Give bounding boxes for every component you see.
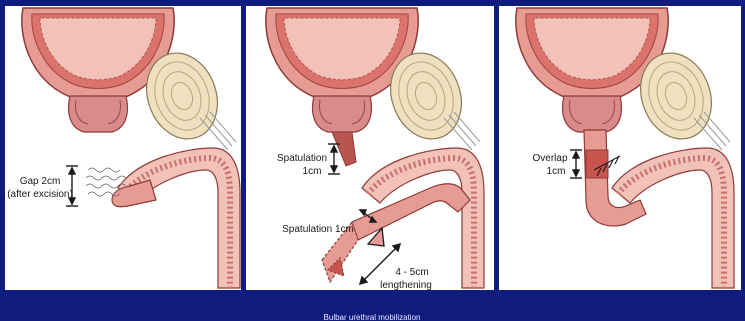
panel-excision: Gap 2cm (after excision) xyxy=(5,6,241,290)
spatulation-proximal-line1: Spatulation xyxy=(277,153,327,164)
bulbar-mobilization-caption: Bulbar urethral mobilization xyxy=(324,313,421,321)
gap-label-line1: Gap 2cm xyxy=(20,176,61,187)
lengthening-line2: lengthening xyxy=(380,280,432,291)
overlap-label-line1: Overlap xyxy=(532,153,567,164)
overlap-label-line2: 1cm xyxy=(547,166,566,177)
panel-mobilization: Spatulation 1cm Spatulation 1cm 4 - 5cm … xyxy=(246,6,494,291)
gap-label-line2: (after excision) xyxy=(7,189,73,200)
panel-anastomosis: Overlap 1cm xyxy=(499,6,741,290)
lengthening-line1: 4 - 5cm xyxy=(395,267,428,278)
spatulation-distal-label: Spatulation 1cm xyxy=(282,224,354,235)
spatulation-proximal-line2: 1cm xyxy=(303,166,322,177)
